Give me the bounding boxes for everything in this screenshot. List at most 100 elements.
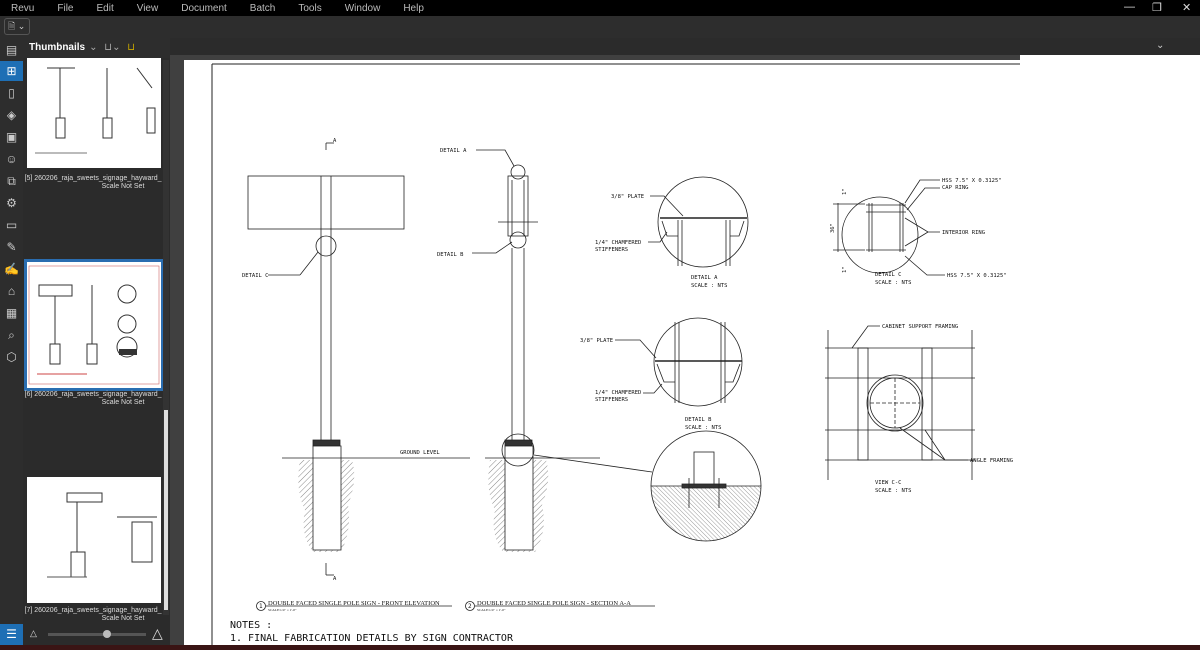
menu-revu[interactable]: Revu	[11, 2, 35, 14]
page-7-preview	[47, 492, 157, 578]
menu-edit[interactable]: Edit	[96, 2, 114, 14]
studio-icon[interactable]: ☺	[5, 152, 18, 166]
label-detail-c: DETAIL C	[242, 273, 269, 279]
minimize-button[interactable]: —	[1124, 1, 1135, 13]
panel-bottom-bar: ☰ △ △	[0, 624, 170, 645]
chevron-down-icon: ⌄	[17, 21, 26, 31]
drawing-title-2: DOUBLE FACED SINGLE POLE SIGN - SECTION …	[477, 600, 631, 607]
chevron-down-icon[interactable]: ⌄	[1156, 40, 1165, 51]
layers-icon[interactable]: ◈	[6, 108, 17, 122]
detail-a-scale: SCALE : NTS	[691, 283, 727, 289]
thumbnail-layout-icon[interactable]: ⊔⌄	[104, 42, 121, 53]
document-tab-strip: ⌄	[170, 38, 1200, 55]
large-thumbnail-icon[interactable]: △	[152, 625, 163, 641]
label-cabinet-framing: CABINET SUPPORT FRAMING	[882, 324, 958, 330]
right-panel	[1020, 55, 1200, 650]
left-rail: ▤ ⊞ ▯ ◈ ▣ ☺ ⧉ ⚙ ▭ ✎ ✍ ⌂ ▦ ⌕ ⬡	[0, 38, 23, 645]
toolchest-icon[interactable]: ▣	[5, 130, 18, 144]
thumbnail-page-6[interactable]	[24, 259, 164, 391]
thumbnail-label: [7] 260206_raja_sweets_signage_hayward_	[24, 607, 162, 614]
section-a-a	[472, 149, 653, 552]
thumbnail-page-5[interactable]	[27, 58, 161, 168]
detail-a	[648, 176, 749, 268]
measurements-icon[interactable]: ▭	[5, 218, 18, 232]
note-1: 1. FINAL FABRICATION DETAILS BY SIGN CON…	[230, 633, 514, 644]
tag-icon[interactable]: ⌂	[7, 284, 16, 298]
list-view-icon[interactable]: ☰	[0, 624, 23, 645]
small-thumbnail-icon[interactable]: △	[30, 628, 37, 638]
chevron-down-icon[interactable]: ⌄	[89, 42, 98, 53]
notes-heading: NOTES :	[230, 620, 272, 631]
slider-knob[interactable]	[102, 630, 111, 638]
detail-c	[833, 179, 945, 276]
label-ground-level: GROUND LEVEL	[400, 450, 440, 456]
file-menu-button[interactable]: 🗎 ⌄	[4, 18, 30, 35]
dim-1: 1"	[842, 266, 848, 273]
detail-c-scale: SCALE : NTS	[875, 280, 911, 286]
detail-b	[615, 317, 743, 407]
thumbnails-icon[interactable]: ⊞	[0, 61, 23, 81]
thumbnail-scale: Scale Not Set	[101, 399, 145, 406]
stamp-icon[interactable]: ▦	[5, 306, 18, 320]
thumbnails-list: [5] 260206_raja_sweets_signage_hayward_ …	[23, 58, 170, 624]
menu-view[interactable]: View	[136, 2, 159, 14]
bookmarks-icon[interactable]: ▯	[8, 86, 15, 100]
label-stiffeners: STIFFENERS	[595, 397, 628, 403]
front-elevation	[247, 142, 470, 576]
toolbar: 🗎 ⌄	[0, 16, 1200, 38]
detail-c-title: DETAIL C	[875, 272, 902, 278]
menu-document[interactable]: Document	[181, 2, 227, 14]
view-c-c	[825, 325, 975, 480]
pages-icon[interactable]: ▤	[5, 43, 18, 57]
label-detail-b: DETAIL B	[437, 252, 464, 258]
drawing-page[interactable]: A A DETAIL C GROUND LEVEL DETAIL A DETAI…	[184, 60, 1020, 645]
label-plate: 3/8" PLATE	[611, 194, 644, 200]
thumbnail-scale: Scale Not Set	[101, 615, 145, 622]
menu-help[interactable]: Help	[403, 2, 424, 14]
label-stiffeners: 1/4" CHAMFERED	[595, 390, 641, 396]
restore-button[interactable]: ❐	[1152, 2, 1162, 14]
label-stiffeners: STIFFENERS	[595, 247, 628, 253]
menu-tools[interactable]: Tools	[298, 2, 322, 14]
panel-header: Thumbnails⌄ ⊔⌄ ⊔	[23, 38, 170, 58]
detail-b-scale: SCALE : NTS	[685, 425, 721, 431]
settings-icon[interactable]: ⚙	[6, 196, 17, 210]
links-icon[interactable]: ⬡	[6, 350, 17, 364]
spaces-icon[interactable]: ⧉	[7, 174, 16, 188]
detail-a-title: DETAIL A	[691, 275, 718, 281]
section-marker-a: A	[333, 138, 337, 144]
thumbnails-scrollbar[interactable]	[163, 60, 169, 615]
menu-window[interactable]: Window	[344, 2, 381, 14]
menu-bar: Revu File Edit View Document Batch Tools…	[0, 0, 1200, 16]
menu-file[interactable]: File	[57, 2, 74, 14]
document-icon: 🗎	[8, 21, 16, 31]
signatures-icon[interactable]: ✍	[4, 262, 19, 276]
search-icon[interactable]: ⌕	[8, 328, 15, 342]
thumbnail-page-7[interactable]	[27, 477, 161, 603]
panel-title[interactable]: Thumbnails	[29, 42, 86, 53]
title-number: 1	[259, 603, 263, 610]
label-hss: HSS 7.5" X 0.3125"	[942, 178, 1002, 184]
view-cc-scale: SCALE : NTS	[875, 488, 911, 494]
detail-b-title: DETAIL B	[685, 417, 712, 423]
status-strip	[0, 645, 1200, 650]
thumbnail-settings-icon[interactable]: ⊔	[127, 42, 136, 53]
label-hss: HSS 7.5" X 0.3125"	[947, 273, 1007, 279]
menu-batch[interactable]: Batch	[249, 2, 276, 14]
close-button[interactable]: ✕	[1182, 2, 1192, 14]
thumbnail-label: [5] 260206_raja_sweets_signage_hayward_	[24, 175, 162, 182]
markups-list-icon[interactable]: ✎	[6, 240, 17, 254]
title-number: 2	[468, 603, 472, 610]
drawing-sheet: A A DETAIL C GROUND LEVEL DETAIL A DETAI…	[211, 63, 1020, 645]
dim-1: 1"	[842, 188, 848, 195]
label-angle-framing: ANGLE FRAMING	[970, 458, 1013, 464]
drawing-scale-2: SCALE:1/4" = 1'-0"	[477, 608, 506, 612]
dim-36: 36"	[830, 223, 836, 233]
thumbnail-size-slider[interactable]	[48, 630, 146, 638]
page-5-preview	[35, 67, 156, 154]
base-plate-detail	[650, 430, 762, 542]
section-marker-a: A	[333, 576, 337, 582]
label-detail-a: DETAIL A	[440, 148, 467, 154]
label-interior-ring: INTERIOR RING	[942, 230, 985, 236]
scrollbar-thumb[interactable]	[164, 410, 168, 610]
